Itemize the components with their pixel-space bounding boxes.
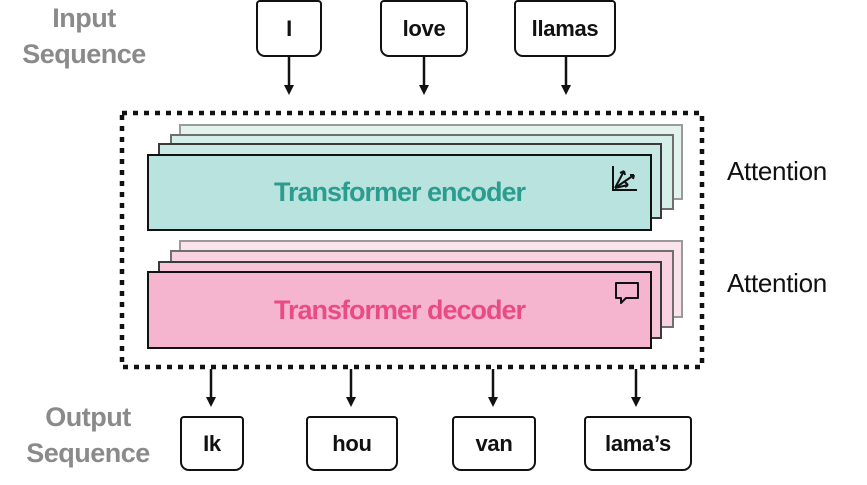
output-token-1: Ik — [180, 416, 244, 471]
attention-arrows-icon — [612, 166, 637, 191]
decoder-block: Transformer decoder — [147, 271, 652, 349]
output-sequence-label: Output Sequence — [18, 399, 158, 471]
input-token-2: love — [380, 0, 468, 57]
decoder-attention-label: Attention — [727, 268, 827, 298]
input-sequence-label: Input Sequence — [14, 0, 154, 72]
input-token-1: I — [256, 0, 322, 57]
input-label-line1: Input — [52, 3, 116, 33]
output-label-line2: Sequence — [26, 438, 150, 468]
output-token-4: lama’s — [584, 416, 692, 471]
encoder-block: Transformer encoder — [147, 154, 652, 231]
encoder-title: Transformer encoder — [273, 177, 526, 207]
speech-bubble-icon — [615, 282, 639, 304]
input-token-3: llamas — [514, 0, 616, 57]
transformer-dashed-frame — [119, 110, 705, 370]
output-token-3: van — [452, 416, 536, 471]
encoder-attention-label: Attention — [727, 156, 827, 186]
output-token-2: hou — [306, 416, 398, 471]
input-label-line2: Sequence — [22, 39, 146, 69]
output-label-line1: Output — [45, 402, 131, 432]
decoder-title: Transformer decoder — [273, 294, 526, 325]
